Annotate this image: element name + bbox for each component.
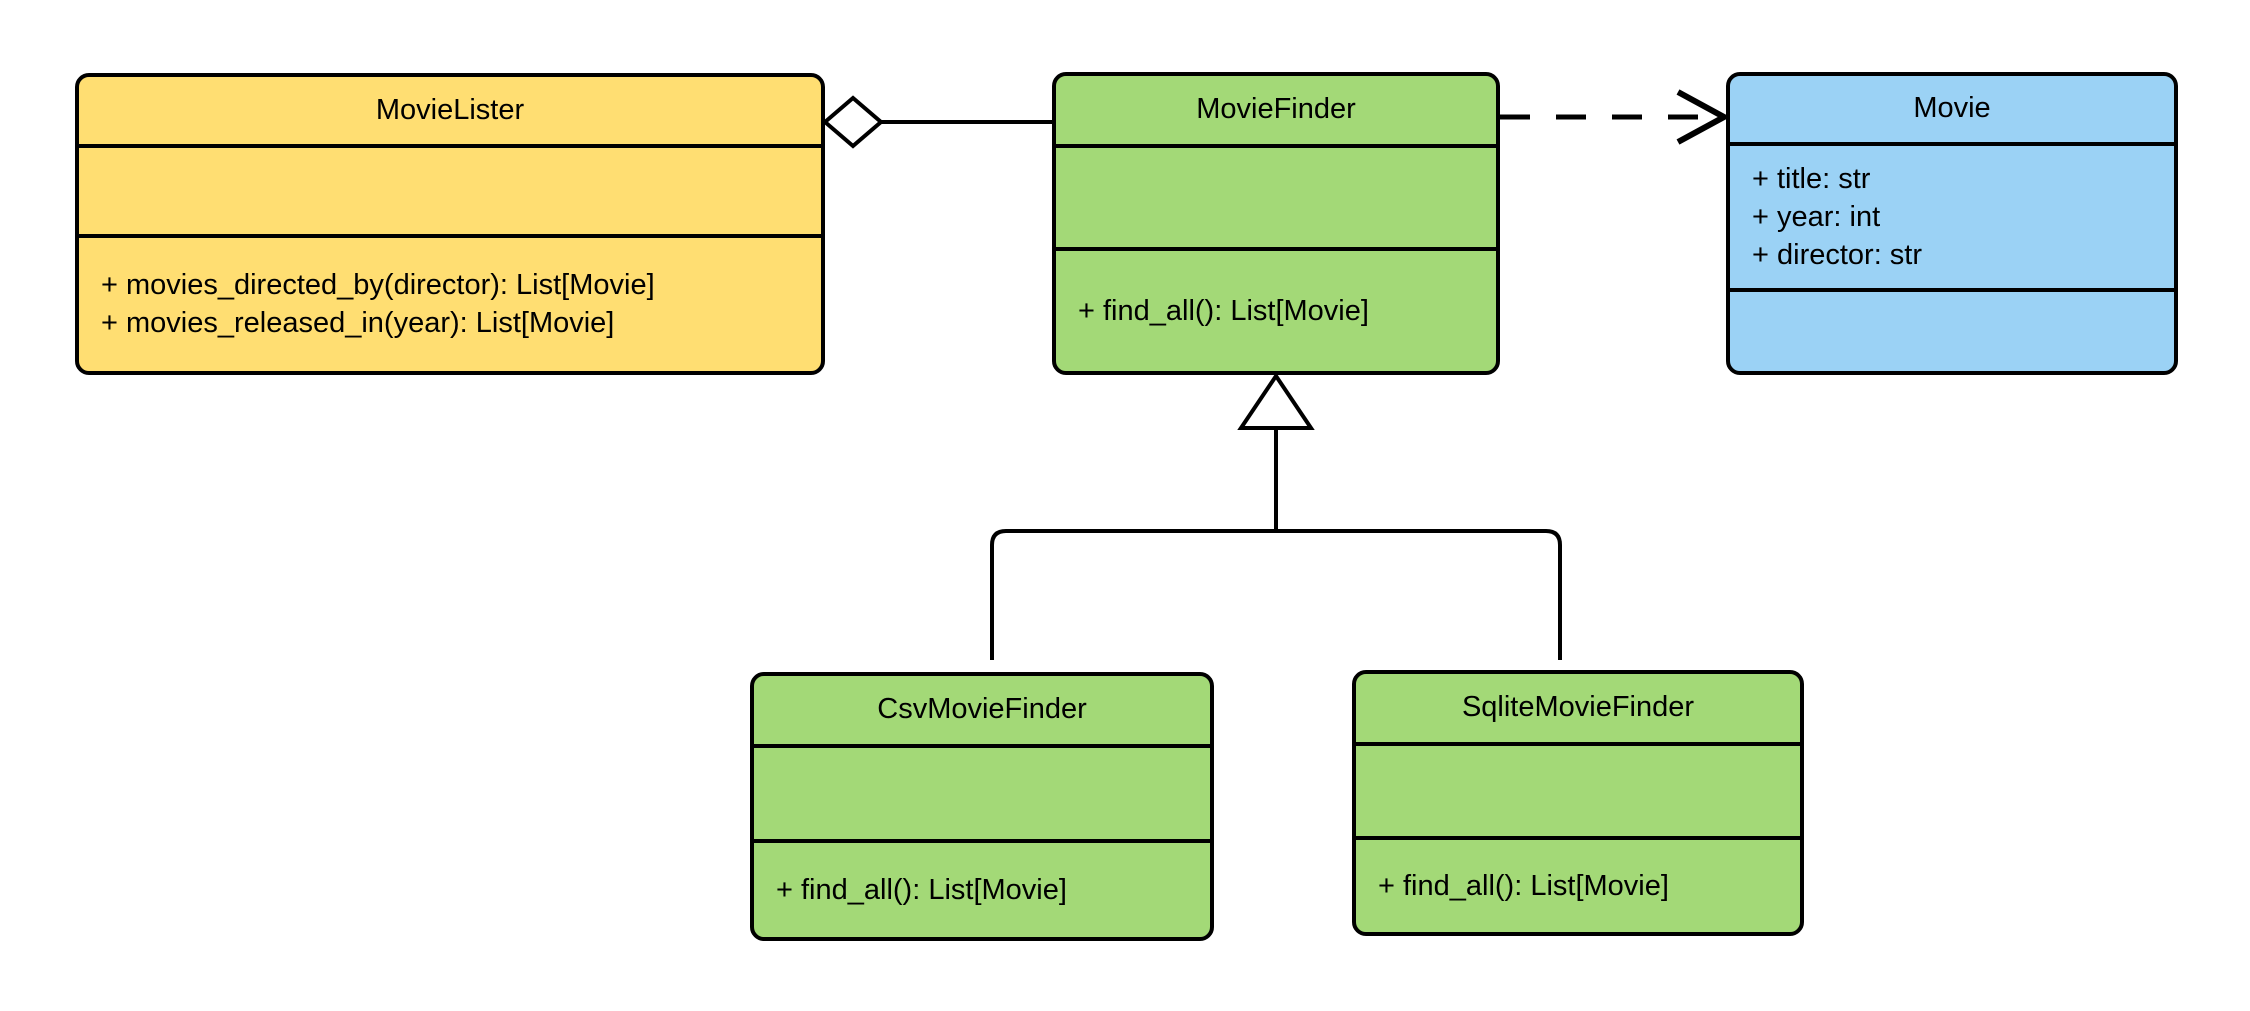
class-box-movie-lister[interactable]: MovieLister + movies_directed_by(directo… bbox=[75, 73, 825, 375]
aggregation-lister-finder bbox=[821, 95, 1052, 149]
method-item: + find_all(): List[Movie] bbox=[1078, 294, 1369, 327]
method-item: + movies_directed_by(director): List[Mov… bbox=[101, 269, 655, 302]
class-name-label: MovieFinder bbox=[1196, 93, 1356, 126]
methods-compartment: + find_all(): List[Movie] bbox=[754, 839, 1210, 937]
method-item: + find_all(): List[Movie] bbox=[776, 873, 1067, 906]
class-name-compartment: SqliteMovieFinder bbox=[1356, 674, 1800, 742]
attribute-item: + year: int bbox=[1752, 200, 1881, 233]
methods-compartment bbox=[1730, 288, 2174, 371]
open-arrow-icon bbox=[1676, 89, 1731, 145]
attributes-compartment bbox=[79, 144, 821, 234]
methods-compartment: + find_all(): List[Movie] bbox=[1056, 247, 1496, 371]
attributes-compartment bbox=[754, 744, 1210, 839]
class-name-compartment: Movie bbox=[1730, 76, 2174, 142]
class-name-compartment: MovieFinder bbox=[1056, 76, 1496, 144]
class-name-label: CsvMovieFinder bbox=[877, 693, 1087, 726]
class-box-csv-movie-finder[interactable]: CsvMovieFinder + find_all(): List[Movie] bbox=[750, 672, 1214, 941]
class-name-label: Movie bbox=[1913, 92, 1991, 125]
methods-compartment: + find_all(): List[Movie] bbox=[1356, 836, 1800, 932]
method-item: + find_all(): List[Movie] bbox=[1378, 869, 1669, 902]
dependency-finder-movie bbox=[1500, 89, 1731, 145]
generalization-fork bbox=[990, 529, 1562, 660]
class-name-label: SqliteMovieFinder bbox=[1461, 691, 1695, 724]
attributes-compartment bbox=[1056, 144, 1496, 247]
attributes-compartment: + title: str + year: int + director: str bbox=[1730, 142, 2174, 288]
attribute-item: + title: str bbox=[1752, 162, 1871, 195]
generalization-tree bbox=[990, 372, 1562, 660]
class-name-compartment: CsvMovieFinder bbox=[754, 676, 1210, 744]
method-item: + movies_released_in(year): List[Movie] bbox=[101, 307, 615, 340]
hollow-triangle-icon bbox=[1237, 372, 1315, 430]
class-box-sqlite-movie-finder[interactable]: SqliteMovieFinder + find_all(): List[Mov… bbox=[1352, 670, 1804, 936]
class-box-movie[interactable]: Movie + title: str + year: int + directo… bbox=[1726, 72, 2178, 375]
attributes-compartment bbox=[1356, 742, 1800, 836]
methods-compartment: + movies_directed_by(director): List[Mov… bbox=[79, 233, 821, 371]
class-box-movie-finder[interactable]: MovieFinder + find_all(): List[Movie] bbox=[1052, 72, 1500, 375]
hollow-diamond-icon bbox=[821, 95, 885, 149]
class-name-label: MovieLister bbox=[375, 93, 525, 126]
attribute-item: + director: str bbox=[1752, 239, 1923, 272]
class-name-compartment: MovieLister bbox=[79, 77, 821, 144]
